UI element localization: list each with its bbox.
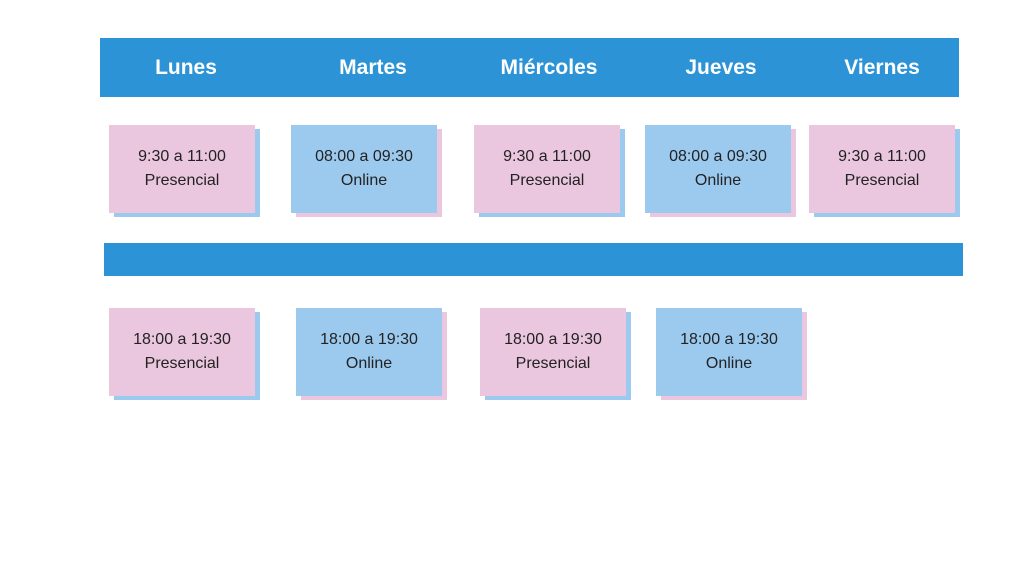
slot-mode: Presencial <box>515 355 591 372</box>
slot-card-martes-morning: 08:00 a 09:30 Online <box>291 125 442 217</box>
day-label-viernes: Viernes <box>844 56 920 79</box>
day-label-miercoles: Miércoles <box>500 56 598 79</box>
slot-time: 18:00 a 19:30 <box>133 331 231 348</box>
slot-time: 08:00 a 09:30 <box>669 148 767 165</box>
slot-time: 18:00 a 19:30 <box>504 331 602 348</box>
slot-card-martes-evening: 18:00 a 19:30 Online <box>296 308 447 400</box>
slot-card-miercoles-morning: 9:30 a 11:00 Presencial <box>474 125 625 217</box>
slot-card-miercoles-evening: 18:00 a 19:30 Presencial <box>480 308 631 400</box>
slot-mode: Presencial <box>844 172 920 189</box>
card-face: 9:30 a 11:00 Presencial <box>474 125 620 213</box>
card-face: 18:00 a 19:30 Online <box>296 308 442 396</box>
card-face: 08:00 a 09:30 Online <box>645 125 791 213</box>
day-label-jueves: Jueves <box>685 56 757 79</box>
card-face: 08:00 a 09:30 Online <box>291 125 437 213</box>
slot-time: 9:30 a 11:00 <box>503 148 591 165</box>
card-face: 18:00 a 19:30 Presencial <box>109 308 255 396</box>
slot-time: 08:00 a 09:30 <box>315 148 413 165</box>
slot-card-lunes-evening: 18:00 a 19:30 Presencial <box>109 308 260 400</box>
slot-mode: Presencial <box>144 172 220 189</box>
slot-card-lunes-morning: 9:30 a 11:00 Presencial <box>109 125 260 217</box>
slot-mode: Online <box>340 172 388 189</box>
slot-time: 18:00 a 19:30 <box>320 331 418 348</box>
slot-mode: Online <box>694 172 742 189</box>
card-face: 9:30 a 11:00 Presencial <box>109 125 255 213</box>
slot-mode: Online <box>705 355 753 372</box>
slot-mode: Presencial <box>144 355 220 372</box>
slot-time: 9:30 a 11:00 <box>838 148 926 165</box>
slot-card-viernes-morning: 9:30 a 11:00 Presencial <box>809 125 960 217</box>
slot-time: 9:30 a 11:00 <box>138 148 226 165</box>
card-face: 18:00 a 19:30 Online <box>656 308 802 396</box>
slot-mode: Presencial <box>509 172 585 189</box>
slot-card-jueves-morning: 08:00 a 09:30 Online <box>645 125 796 217</box>
slot-time: 18:00 a 19:30 <box>680 331 778 348</box>
day-label-lunes: Lunes <box>155 56 217 79</box>
card-face: 18:00 a 19:30 Presencial <box>480 308 626 396</box>
separator-bar <box>104 243 963 276</box>
slot-card-jueves-evening: 18:00 a 19:30 Online <box>656 308 807 400</box>
day-label-martes: Martes <box>339 56 407 79</box>
weekday-header-bar: Lunes Martes Miércoles Jueves Viernes <box>100 38 959 97</box>
slot-mode: Online <box>345 355 393 372</box>
card-face: 9:30 a 11:00 Presencial <box>809 125 955 213</box>
